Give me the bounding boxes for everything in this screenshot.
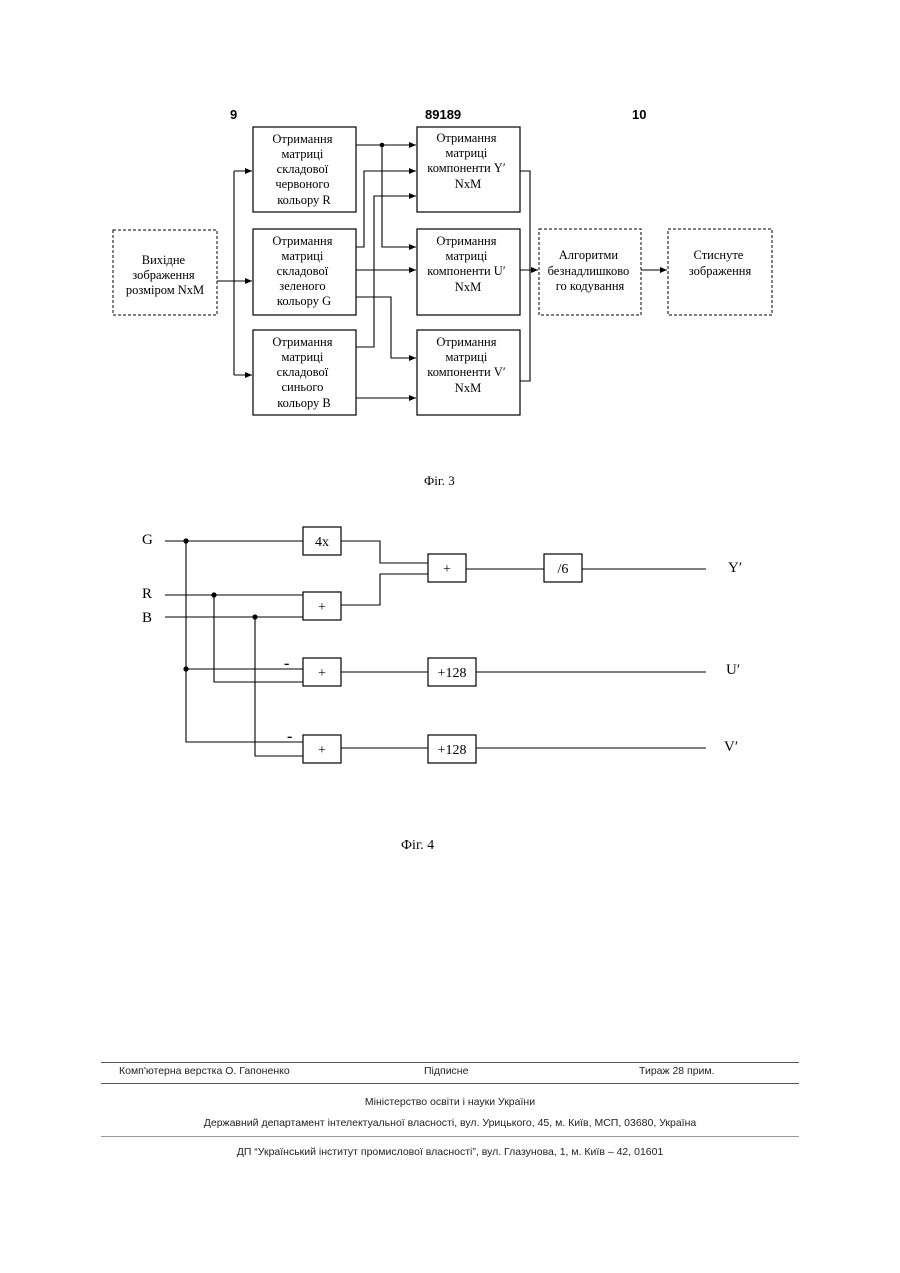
fig4-plus-rb-label: + xyxy=(318,600,326,615)
footer-ministry: Міністерство освіти і науки України xyxy=(0,1096,900,1108)
fig4-minus-v: - xyxy=(287,728,292,745)
footer-signed: Підписне xyxy=(424,1065,468,1077)
footer-department: Державний департамент інтелектуальної вл… xyxy=(0,1117,900,1129)
fig4-add128-u-label: +128 xyxy=(438,666,467,681)
fig4-minus-u: - xyxy=(284,655,289,672)
footer-top-rule xyxy=(101,1062,799,1063)
fig4-add128-v-label: +128 xyxy=(438,743,467,758)
fig4-input-b: B xyxy=(142,610,152,626)
footer-circulation: Тираж 28 прим. xyxy=(639,1065,715,1077)
fig4-mul4-label: 4x xyxy=(315,535,329,550)
fig4-diagram: G R B - - 4x + + /6 + +128 + +128 Y′ U′ … xyxy=(0,0,900,840)
fig4-mul4-to-sum xyxy=(341,541,428,563)
footer-middle-rule xyxy=(101,1083,799,1084)
fig4-output-u: U′ xyxy=(726,662,740,678)
fig4-plus-v-label: + xyxy=(318,743,326,758)
fig4-b-tap xyxy=(255,617,303,756)
fig4-input-g: G xyxy=(142,532,153,548)
fig4-rb-to-sum xyxy=(341,574,428,605)
footer-typesetting: Комп'ютерна верстка О. Гапоненко xyxy=(119,1065,290,1077)
fig4-caption: Фіг. 4 xyxy=(401,838,434,854)
fig4-output-y: Y′ xyxy=(728,560,742,576)
fig4-plus-y-label: + xyxy=(443,562,451,577)
footer-institute: ДП “Український інститут промислової вла… xyxy=(0,1146,900,1158)
fig4-plus-u-label: + xyxy=(318,666,326,681)
fig4-div6-label: /6 xyxy=(558,562,569,577)
fig4-output-v: V′ xyxy=(724,739,738,755)
fig4-input-r: R xyxy=(142,586,152,602)
fig4-g-tap xyxy=(186,541,303,742)
footer-bottom-rule xyxy=(101,1136,799,1137)
